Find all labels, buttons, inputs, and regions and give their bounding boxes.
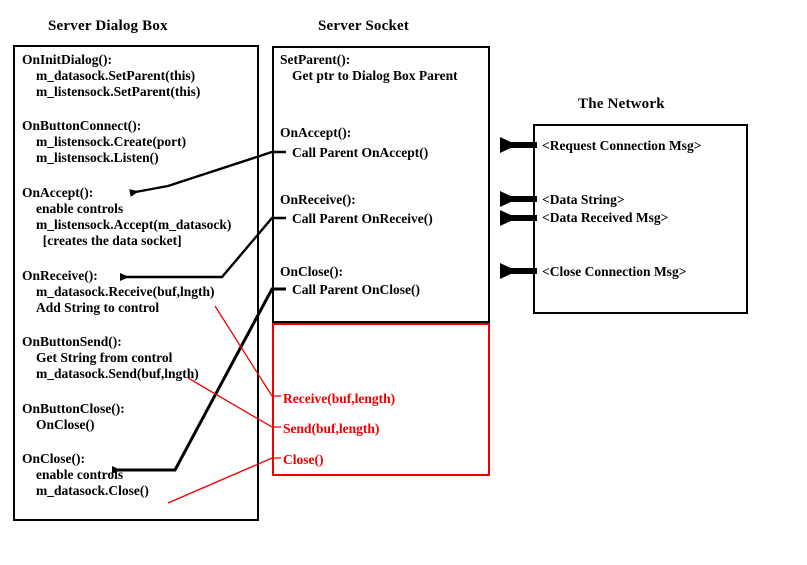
dialog-block-0-header: OnInitDialog(): bbox=[22, 52, 113, 67]
title-server-dialog-box: Server Dialog Box bbox=[48, 18, 168, 34]
socket-block-1-header: OnAccept(): bbox=[280, 125, 352, 140]
socket-block-3-header: OnClose(): bbox=[280, 264, 343, 279]
dialog-block-3-line-1: Add String to control bbox=[36, 300, 160, 315]
dialog-block-6-line-1: m_datasock.Close() bbox=[36, 483, 149, 498]
socket-api-send: Send(buf,length) bbox=[283, 421, 380, 436]
dialog-block-3-line-0: m_datasock.Receive(buf,lngth) bbox=[36, 284, 215, 299]
dialog-block-4-line-0: Get String from control bbox=[36, 350, 173, 365]
network-message-data-received: <Data Received Msg> bbox=[542, 210, 669, 225]
dialog-block-1-line-1: m_listensock.Listen() bbox=[36, 150, 159, 165]
dialog-block-1-header: OnButtonConnect(): bbox=[22, 118, 142, 133]
panel-server-dialog-box bbox=[13, 45, 259, 521]
socket-block-0-header: SetParent(): bbox=[280, 52, 351, 67]
socket-block-3-line-0: Call Parent OnClose() bbox=[292, 282, 420, 297]
socket-api-close: Close() bbox=[283, 452, 324, 467]
dialog-block-0-line-0: m_datasock.SetParent(this) bbox=[36, 68, 196, 83]
network-message-close-connection: <Close Connection Msg> bbox=[542, 264, 687, 279]
dialog-block-5-line-0: OnClose() bbox=[36, 417, 95, 432]
socket-block-2-header: OnReceive(): bbox=[280, 192, 356, 207]
socket-block-2-line-0: Call Parent OnReceive() bbox=[292, 211, 433, 226]
socket-api-receive: Receive(buf,length) bbox=[283, 391, 396, 406]
title-server-socket: Server Socket bbox=[318, 18, 410, 34]
dialog-block-2-line-1: m_listensock.Accept(m_datasock) bbox=[36, 217, 232, 232]
dialog-block-2-header: OnAccept(): bbox=[22, 185, 94, 200]
socket-block-1-line-0: Call Parent OnAccept() bbox=[292, 145, 429, 160]
dialog-block-2-line-2: [creates the data socket] bbox=[36, 233, 182, 248]
dialog-block-6-header: OnClose(): bbox=[22, 451, 85, 466]
network-message-request-connection: <Request Connection Msg> bbox=[542, 138, 702, 153]
socket-block-0-line-0: Get ptr to Dialog Box Parent bbox=[292, 68, 458, 83]
dialog-block-3-header: OnReceive(): bbox=[22, 268, 98, 283]
title-the-network: The Network bbox=[578, 96, 665, 112]
dialog-block-4-line-1: m_datasock.Send(buf,lngth) bbox=[36, 366, 199, 381]
dialog-block-1-line-0: m_listensock.Create(port) bbox=[36, 134, 187, 149]
dialog-block-4-header: OnButtonSend(): bbox=[22, 334, 122, 349]
dialog-block-5-header: OnButtonClose(): bbox=[22, 401, 125, 416]
dialog-block-0-line-1: m_listensock.SetParent(this) bbox=[36, 84, 201, 99]
network-message-data-string: <Data String> bbox=[542, 192, 625, 207]
dialog-block-6-line-0: enable controls bbox=[36, 467, 124, 482]
dialog-block-2-line-0: enable controls bbox=[36, 201, 124, 216]
